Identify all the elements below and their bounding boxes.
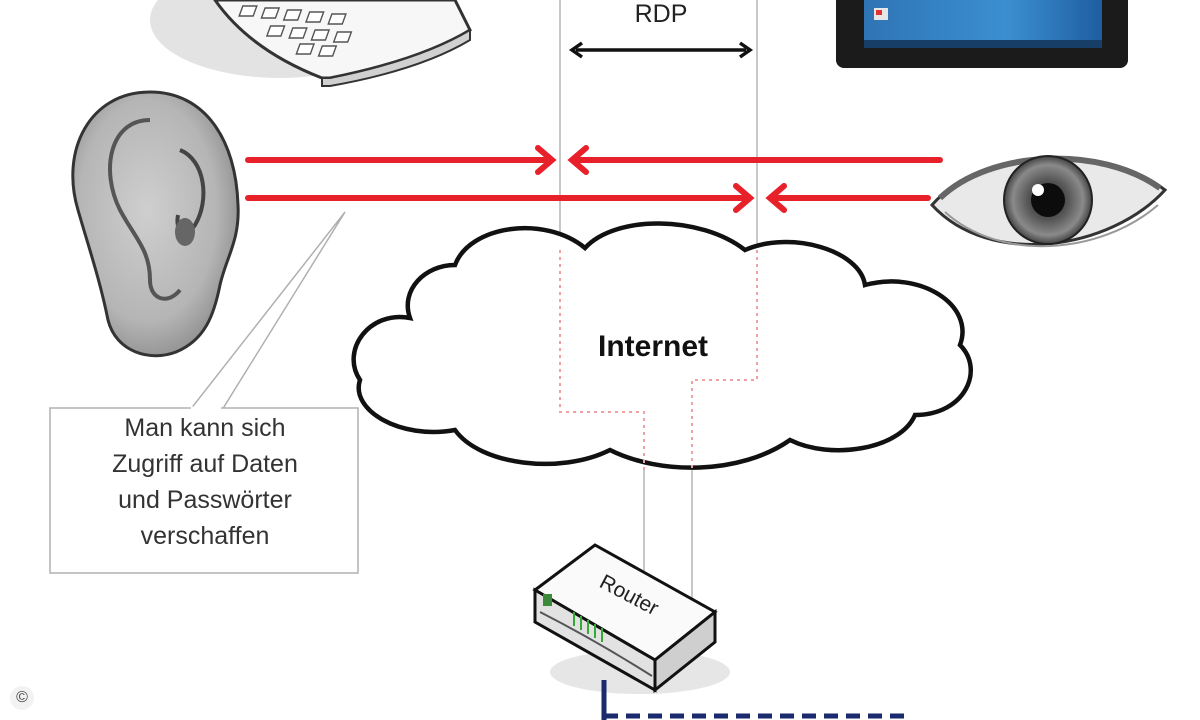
callout-line: Man kann sich xyxy=(124,414,286,442)
tablet-icon xyxy=(836,0,1128,68)
cloud-icon xyxy=(351,221,973,470)
lan-cable xyxy=(601,680,910,720)
copyright-icon: © xyxy=(10,686,34,710)
rdp-channel-lines xyxy=(559,0,758,600)
callout-line: und Passwörter xyxy=(118,486,292,514)
internet-label: Internet xyxy=(598,330,708,363)
rdp-label: RDP xyxy=(635,0,688,28)
callout-line: verschaffen xyxy=(140,522,270,550)
router-icon xyxy=(532,543,730,694)
callout-line: Zugriff auf Daten xyxy=(112,450,298,478)
eye-icon xyxy=(929,155,1168,248)
keyboard-icon xyxy=(150,0,472,87)
eavesdrop-arrows xyxy=(245,145,943,213)
callout-box xyxy=(49,407,359,574)
arrow-eye-to-center-top xyxy=(567,145,943,175)
arrow-ear-to-center-bottom xyxy=(245,183,755,213)
callout-text: Man kann sich Zugriff auf Daten und Pass… xyxy=(52,410,358,554)
rdp-double-arrow xyxy=(568,41,754,59)
arrow-eye-to-center-bottom xyxy=(765,183,931,213)
dotted-route xyxy=(559,250,758,470)
arrow-ear-to-center-top xyxy=(245,145,557,175)
ear-icon xyxy=(71,90,240,358)
